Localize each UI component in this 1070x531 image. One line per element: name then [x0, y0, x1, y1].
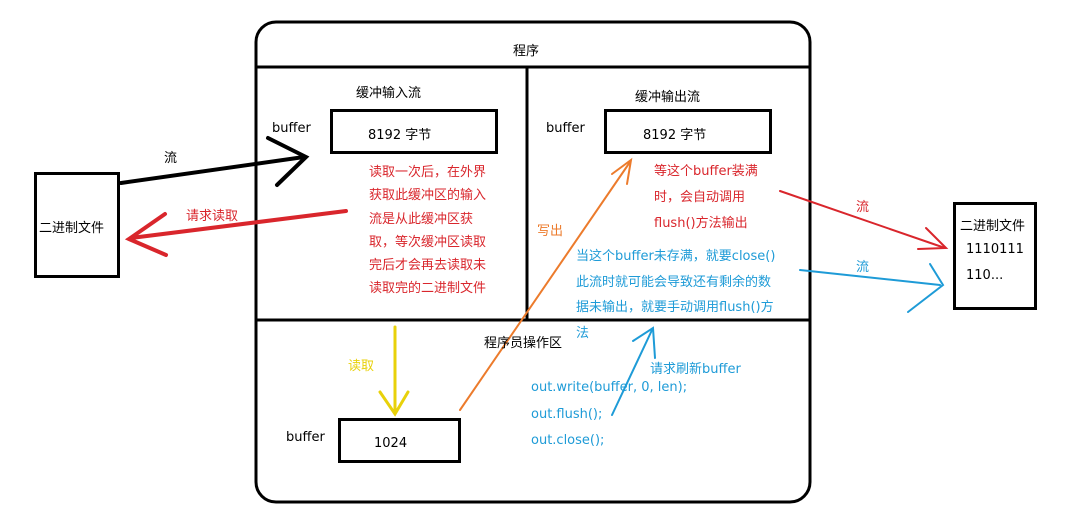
warning-line: 此流时就可能会导致还有剩余的数: [576, 274, 772, 290]
output-buffer-size: 8192 字节: [643, 128, 707, 143]
input-buffer-size: 8192 字节: [368, 128, 432, 143]
request-flush-arrow: [611, 326, 656, 416]
input-note-line: 获取此缓冲区的输入: [369, 188, 487, 204]
stream-out-blue-arrow: [799, 263, 945, 313]
operator-code: out.write(buffer, 0, len); out.flush(); …: [531, 375, 687, 455]
request-flush-label: 请求刷新buffer: [650, 362, 741, 377]
output-buffer-label: buffer: [546, 121, 585, 136]
input-buffer-box: 8192 字节: [330, 109, 498, 154]
right-binary-file: 二进制文件 1110111 110...: [953, 202, 1037, 310]
output-note-line: 等这个buffer装满: [654, 164, 758, 179]
left-file-label: 二进制文件: [39, 221, 105, 236]
write-out-arrow: [459, 157, 633, 411]
stream-in-arrow: [119, 136, 310, 187]
output-close-warning: 当这个buffer未存满，就要close() 此流时就可能会导致还有剩余的数 据…: [576, 244, 775, 346]
read-label: 读取: [348, 359, 375, 374]
operator-buffer-box: 1024: [338, 418, 461, 463]
request-read-label: 请求读取: [186, 209, 239, 224]
request-read-arrow: [124, 209, 348, 257]
right-file-content-2: 110...: [966, 268, 1004, 283]
right-file-label: 二进制文件: [960, 219, 1026, 234]
left-binary-file: 二进制文件: [34, 172, 120, 278]
stream-out-red-arrow: [779, 190, 949, 250]
write-out-label: 写出: [537, 224, 564, 239]
code-line: out.flush();: [531, 406, 603, 422]
output-buffer-box: 8192 字节: [604, 109, 772, 154]
read-arrow: [378, 325, 410, 417]
program-container: [254, 20, 812, 504]
input-buffer-label: buffer: [272, 121, 311, 136]
input-note-line: 读取完的二进制文件: [369, 281, 487, 297]
output-note-line: flush()方法输出: [654, 216, 748, 231]
input-note-line: 取，等次缓冲区读取: [369, 234, 487, 250]
input-stream-title: 缓冲输入流: [356, 86, 422, 101]
input-note-line: 读取一次后，在外界: [369, 165, 487, 180]
stream-in-label: 流: [164, 151, 178, 166]
warning-line: 法: [576, 325, 590, 341]
output-note-line: 时，会自动调用: [654, 190, 746, 205]
warning-line: 当这个buffer未存满，就要close(): [576, 249, 776, 264]
operator-buffer-size: 1024: [374, 436, 408, 451]
code-line: out.write(buffer, 0, len);: [531, 380, 688, 395]
right-file-content-1: 1110111: [966, 242, 1024, 257]
operator-buffer-label: buffer: [286, 430, 325, 445]
output-auto-flush-note: 等这个buffer装满 时，会自动调用 flush()方法输出: [654, 159, 758, 237]
operator-area-title: 程序员操作区: [484, 336, 563, 351]
code-line: out.close();: [531, 433, 605, 448]
program-title: 程序: [513, 44, 540, 59]
warning-line: 据未输出，就要手动调用flush()方: [576, 300, 774, 315]
input-note-line: 完后才会再去读取未: [369, 258, 487, 274]
input-stream-note: 读取一次后，在外界 获取此缓冲区的输入 流是从此缓冲区获 取，等次缓冲区读取 完…: [369, 161, 486, 301]
stream-out-red-label: 流: [856, 200, 870, 215]
output-stream-title: 缓冲输出流: [635, 90, 701, 105]
stream-out-blue-label: 流: [856, 260, 870, 275]
input-note-line: 流是从此缓冲区获: [369, 211, 474, 227]
